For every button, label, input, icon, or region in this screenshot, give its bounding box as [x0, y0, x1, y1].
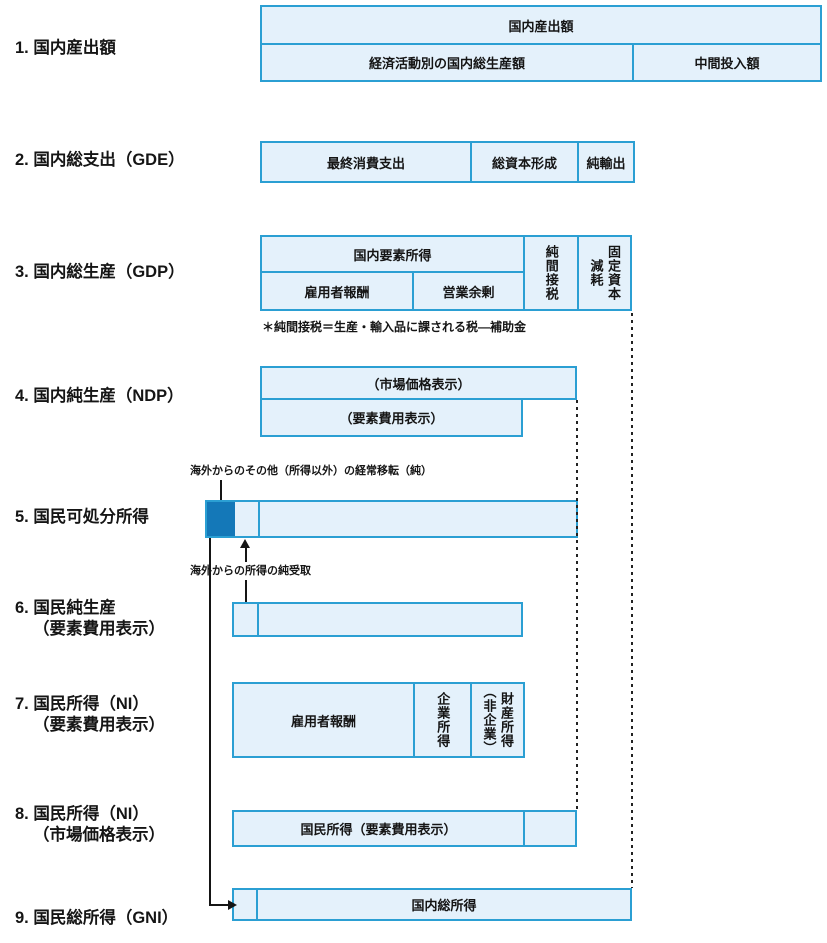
cell-disposable-income-main [260, 502, 576, 536]
dotted-line-market-price [576, 400, 578, 810]
row-label-9: 9. 国民総所得（GNI） [15, 908, 178, 929]
box-gni: 国内総所得 [232, 888, 632, 921]
row-label-8: 8. 国民所得（NI） （市場価格表示） [15, 804, 165, 847]
dotted-line-gdp-right [631, 313, 633, 888]
arrow-transfers-stem [220, 480, 222, 516]
row-label-4: 4. 国内純生産（NDP） [15, 386, 184, 407]
row-label-1-text: 1. 国内産出額 [15, 39, 116, 57]
arrow-income-down-stem [245, 580, 247, 612]
box-gde: 最終消費支出 総資本形成 純輸出 [260, 141, 635, 183]
cell-domestic-factor-income: 国内要素所得 [262, 237, 523, 273]
box-ni-factor-cost: 雇用者報酬 企業所得 財産所得 （非企業） [232, 682, 525, 758]
gdp-left-block: 国内要素所得 雇用者報酬 営業余剰 [262, 237, 523, 309]
cell-intermediate-input: 中間投入額 [632, 45, 820, 80]
row-label-8-line1: 8. 国民所得（NI） [15, 805, 149, 823]
cell-gni-left-segment [234, 890, 258, 919]
box-domestic-output: 国内産出額 経済活動別の国内総生産額 中間投入額 [260, 5, 822, 82]
row-label-7-line2: （要素費用表示） [33, 716, 165, 735]
cell-fixed-capital-depreciation: 固定資本 減耗 [577, 237, 630, 309]
net-indirect-tax-note: ＊純間接税＝生産・輸入品に課される税―補助金 [262, 320, 527, 334]
row-label-6: 6. 国民純生産 （要素費用表示） [15, 598, 165, 641]
row-label-3-text: 3. 国内総生産（GDP） [15, 263, 185, 281]
cell-final-consumption: 最終消費支出 [326, 155, 405, 171]
cell-nnp-main [259, 604, 521, 635]
cell-nnp-left-segment [234, 604, 259, 635]
row-label-5: 5. 国民可処分所得 [15, 507, 149, 528]
box-gdp: 国内要素所得 雇用者報酬 営業余剰 純間接税 固定資本 減耗 [260, 235, 632, 311]
cell-transfers-segment [207, 502, 235, 536]
box-ni-market-price: 国民所得（要素費用表示） [232, 810, 577, 847]
cell-corporate-income: 企業所得 [413, 684, 470, 756]
row-label-7: 7. 国民所得（NI） （要素費用表示） [15, 694, 165, 737]
cell-gross-output-by-activity: 経済活動別の国内総生産額 [368, 56, 525, 71]
cell-gross-capital-formation: 総資本形成 [470, 143, 577, 181]
cell-net-income-segment [235, 502, 260, 536]
box-national-disposable-income [205, 500, 578, 538]
row1-bottom: 経済活動別の国内総生産額 中間投入額 [262, 45, 820, 80]
row-label-9-text: 9. 国民総所得（GNI） [15, 909, 179, 927]
cell-operating-surplus: 営業余剰 [442, 284, 495, 300]
cell-compensation-of-employees: 雇用者報酬 [262, 273, 414, 309]
row-label-6-line2: （要素費用表示） [33, 620, 165, 639]
arrow-income-up-head-icon [240, 539, 250, 548]
annotation-current-transfers-abroad: 海外からのその他（所得以外）の経常移転（純） [190, 465, 432, 477]
cell-property-income: 財産所得 （非企業） [470, 684, 523, 756]
cell-gross-domestic-income: 国内総所得 [411, 898, 477, 913]
row-label-6-line1: 6. 国民純生産 [15, 599, 116, 617]
gni-connector-vertical [209, 538, 211, 906]
arrow-income-up-stem [245, 548, 247, 562]
annotation-net-income-from-abroad: 海外からの所得の純受取 [190, 565, 311, 577]
cell-net-exports: 純輸出 [577, 143, 633, 181]
gni-connector-horizontal [209, 904, 229, 906]
row-label-5-text: 5. 国民可処分所得 [15, 508, 149, 526]
cell-ni-factor-cost-label: 国民所得（要素費用表示） [300, 822, 457, 837]
row-label-2-text: 2. 国内総支出（GDE） [15, 151, 185, 169]
box-nnp-factor-cost [232, 602, 523, 637]
box-ndp-factor-cost: （要素費用表示） [260, 398, 523, 437]
row-label-8-line2: （市場価格表示） [33, 826, 165, 845]
row-label-7-line1: 7. 国民所得（NI） [15, 695, 149, 713]
cell-ni-compensation: 雇用者報酬 [290, 713, 356, 729]
cell-ni-tax-segment [523, 812, 575, 845]
gni-connector-arrow-head-icon [228, 900, 237, 910]
cell-ndp-market-price: （市場価格表示） [366, 376, 471, 392]
row-label-4-text: 4. 国内純生産（NDP） [15, 387, 184, 405]
gdp-left-bottom: 雇用者報酬 営業余剰 [262, 273, 523, 309]
row-label-1: 1. 国内産出額 [15, 38, 116, 59]
box-ndp-market-price: （市場価格表示） [260, 366, 577, 400]
row-label-3: 3. 国内総生産（GDP） [15, 262, 185, 283]
cell-domestic-output: 国内産出額 [262, 7, 820, 45]
cell-ndp-factor-cost: （要素費用表示） [339, 411, 444, 426]
row-label-2: 2. 国内総支出（GDE） [15, 150, 185, 171]
cell-net-indirect-taxes: 純間接税 [523, 237, 577, 309]
